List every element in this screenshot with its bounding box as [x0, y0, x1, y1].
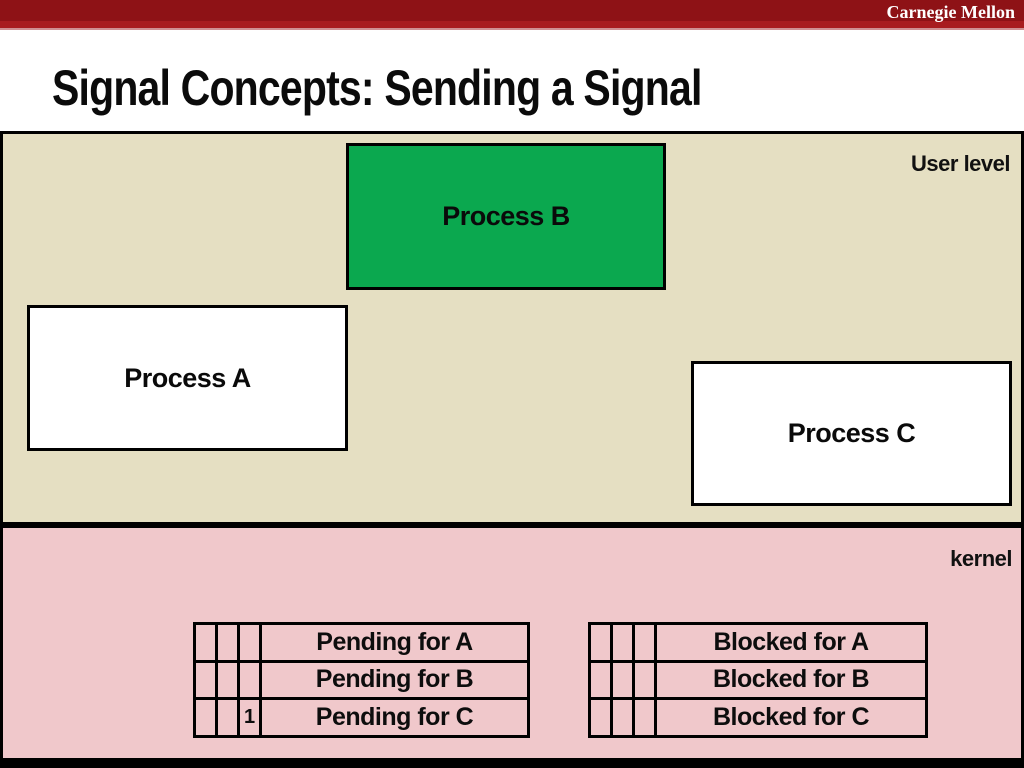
blocked-b-bit-1: [591, 662, 610, 698]
kernel-label: kernel: [950, 546, 1012, 571]
process-c-box: Process C: [691, 361, 1012, 506]
process-b-box: Process B: [346, 143, 666, 290]
user-level-label: User level: [911, 151, 1010, 176]
pending-a-label: Pending for A: [262, 625, 527, 660]
pending-b-label: Pending for B: [262, 662, 527, 698]
diagram-board: User level Process B Process A Process C…: [0, 131, 1024, 768]
pending-signals-table: Pending for A Pending for B 1 Pending fo…: [193, 622, 530, 738]
process-a-label: Process A: [124, 362, 251, 393]
blocked-b-bit-2: [613, 662, 632, 698]
blocked-c-bit-3: [635, 700, 654, 735]
header-bar: Carnegie Mellon: [0, 0, 1024, 30]
kernel-section: kernel Pending for A Pending for B 1 Pen…: [0, 525, 1024, 768]
blocked-c-bit-1: [591, 700, 610, 735]
process-a-box: Process A: [27, 305, 348, 451]
pending-b-bit-3: [240, 662, 259, 698]
pending-c-label: Pending for C: [262, 700, 527, 735]
process-c-label: Process C: [787, 418, 916, 448]
pending-b-bit-1: [196, 662, 215, 698]
pending-a-bit-2: [218, 625, 237, 660]
blocked-a-bit-2: [613, 625, 632, 660]
blocked-c-bit-2: [613, 700, 632, 735]
process-b-label: Process B: [442, 201, 570, 231]
carnegie-mellon-logo: Carnegie Mellon: [886, 2, 1015, 22]
blocked-a-bit-1: [591, 625, 610, 660]
pending-a-bit-1: [196, 625, 215, 660]
pending-c-bit-3: 1: [240, 700, 259, 735]
blocked-signals-table: Blocked for A Blocked for B Blocked for …: [588, 622, 928, 738]
pending-a-bit-3: [240, 625, 259, 660]
user-level-section: User level Process B Process A Process C: [0, 131, 1024, 525]
pending-c-bit-1: [196, 700, 215, 735]
blocked-b-label: Blocked for B: [657, 662, 925, 698]
blocked-a-bit-3: [635, 625, 654, 660]
slide-title: Signal Concepts: Sending a Signal: [52, 60, 702, 116]
blocked-c-label: Blocked for C: [657, 700, 925, 735]
blocked-b-bit-3: [635, 662, 654, 698]
pending-b-bit-2: [218, 662, 237, 698]
blocked-a-label: Blocked for A: [657, 625, 925, 660]
pending-c-bit-2: [218, 700, 237, 735]
